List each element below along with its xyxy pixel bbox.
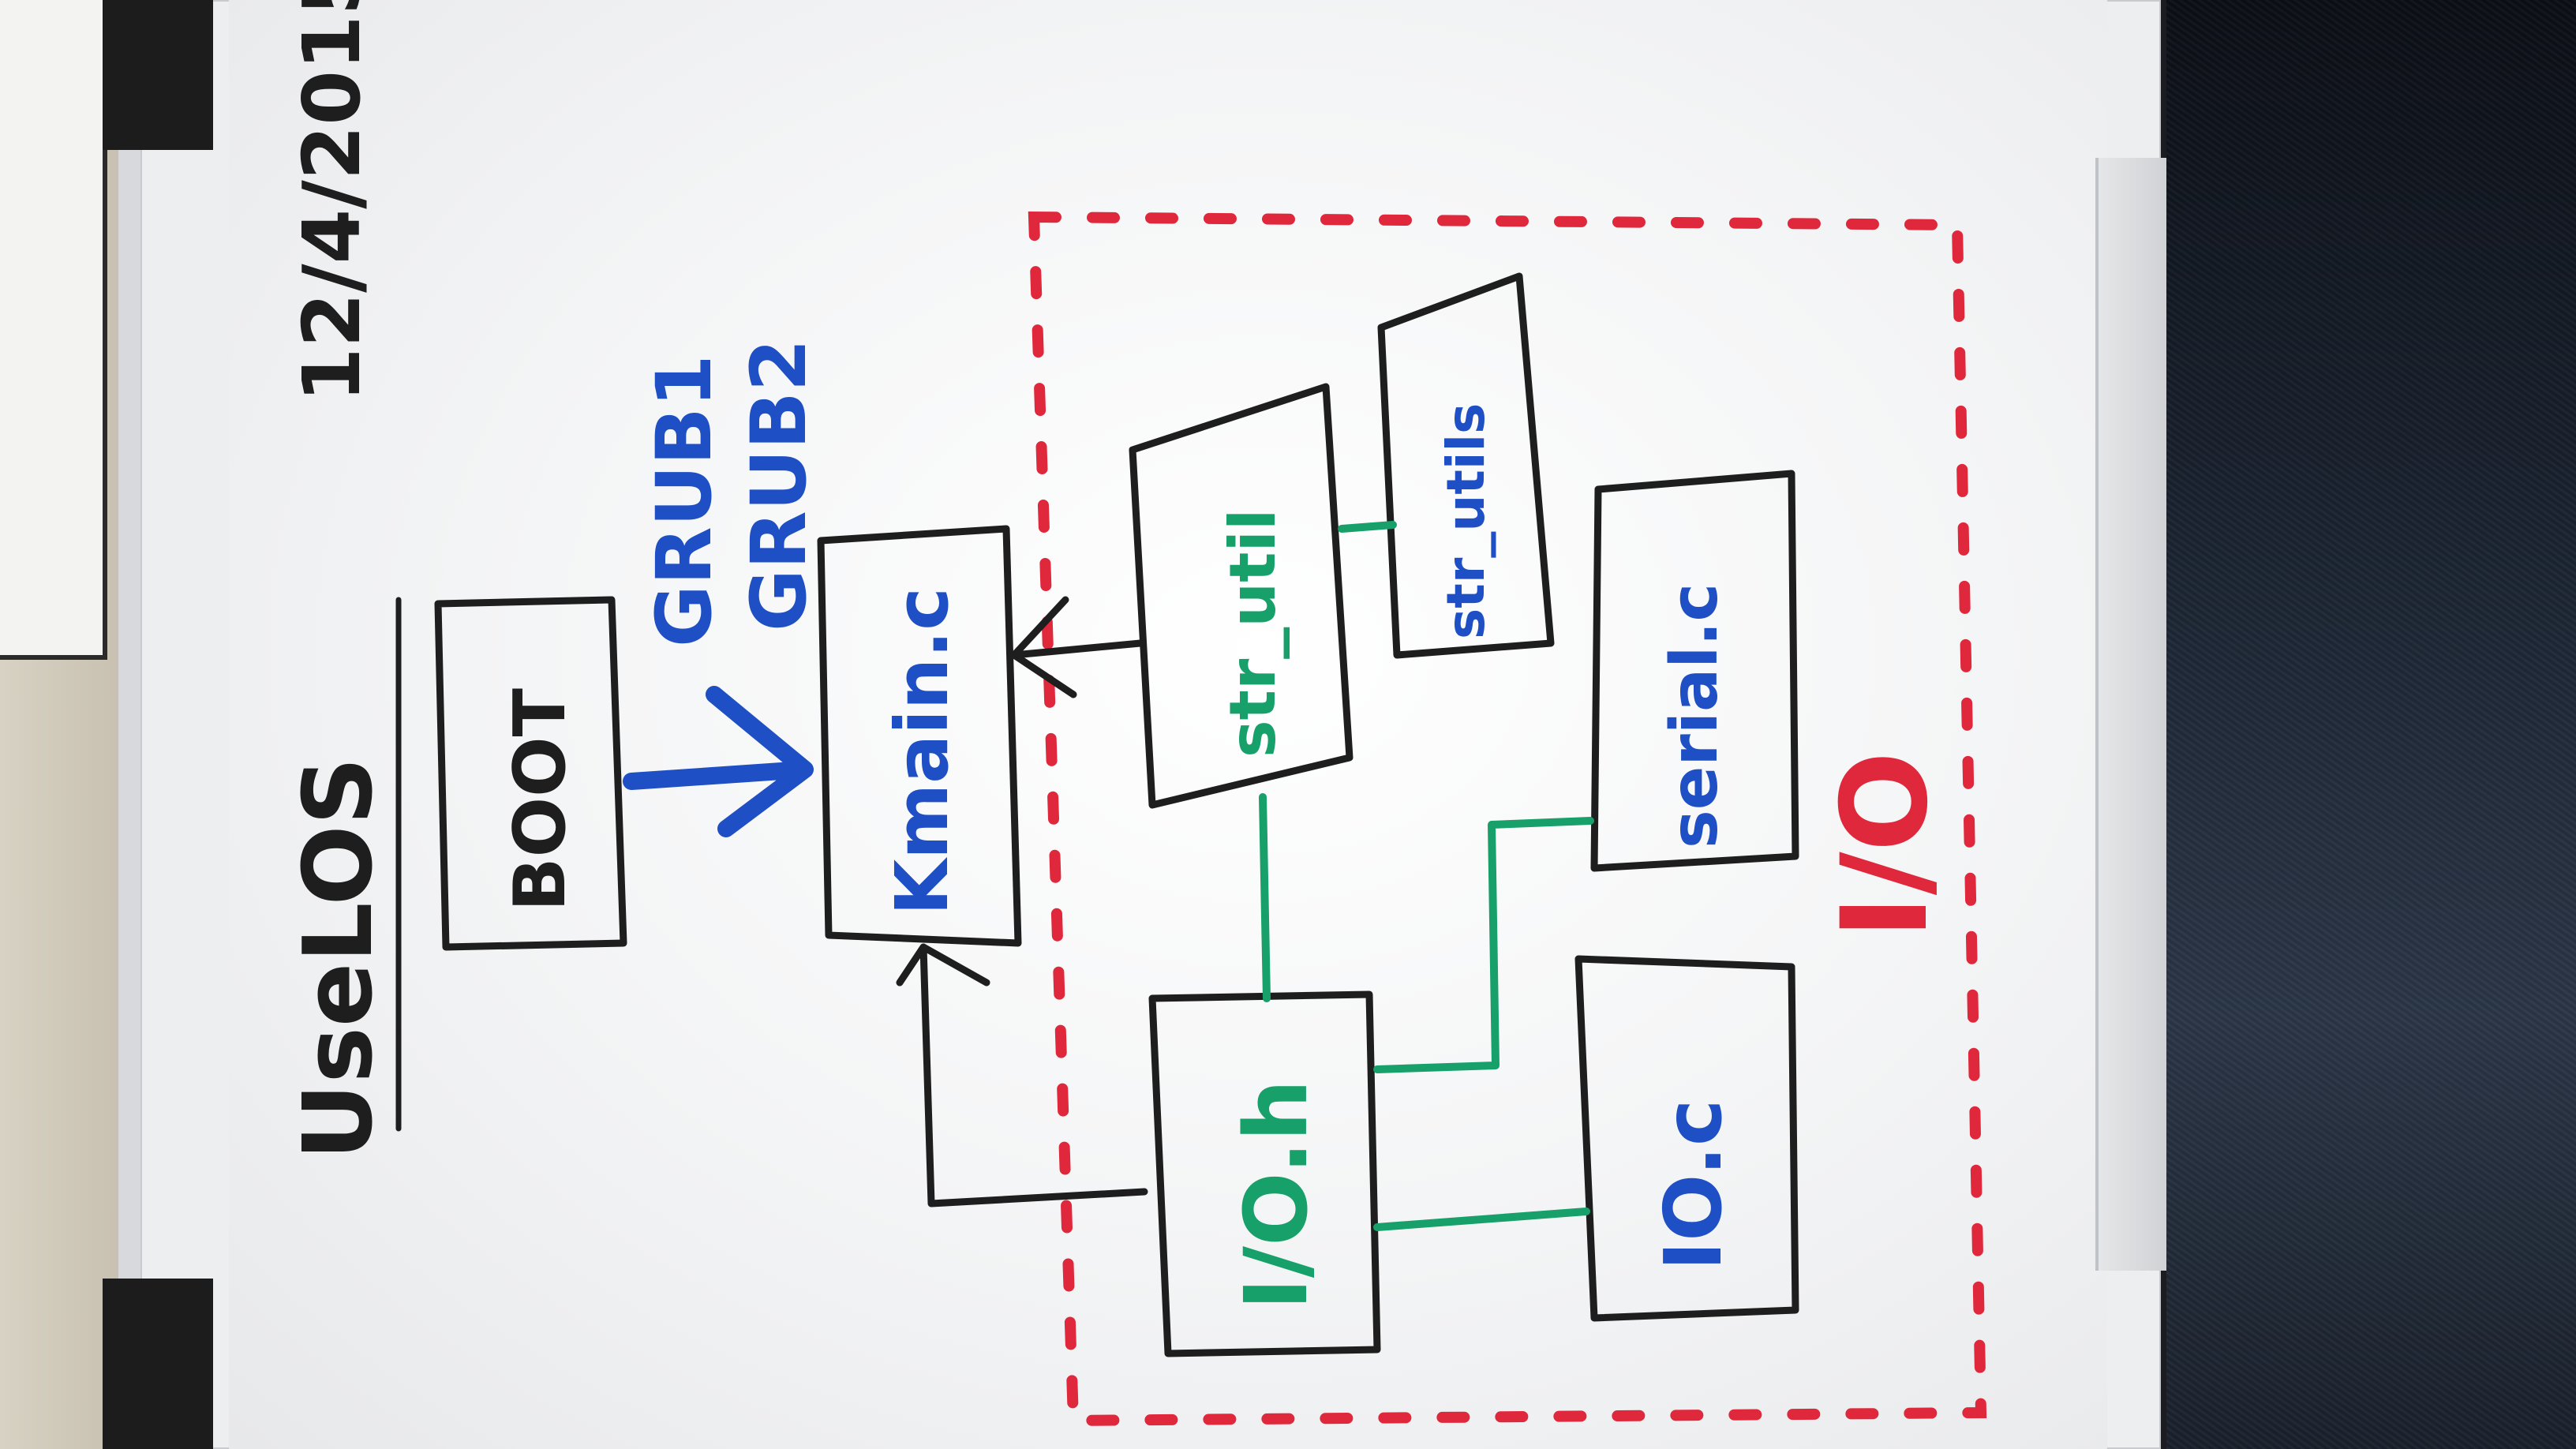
io-c-box [1574,955,1799,1322]
io-group-boundary [1028,211,1987,1427]
link-io-h-io-c [1373,1208,1590,1231]
arrow-str-util-to-kmain [1010,596,1144,698]
fabric-background [2166,0,2576,1449]
serial-box [1590,470,1799,872]
link-str-util-io-h [1259,793,1271,1002]
link-str-util-str-utils [1338,521,1397,533]
arrow-io-h-to-kmain [896,943,1148,1208]
str-utils-label: str_utils [1436,403,1496,639]
frame-corner-top [103,0,213,150]
io-c-label: IO.c [1647,1099,1739,1271]
paper-sheet [0,0,107,660]
marker-tray [2095,158,2170,1271]
frame-corner-bottom [103,1279,213,1449]
grub2-note: GRUB2 [735,339,823,631]
board-title: UseLOS [284,757,394,1160]
kmain-label: Kmain.c [880,587,964,915]
io-h-box [1148,990,1381,1357]
arrow-boot-to-kmain [623,686,814,837]
link-io-h-serial [1373,817,1594,1073]
kmain-box [817,525,1022,947]
io-group-label: I/O [1817,751,1954,939]
boot-box [434,596,627,951]
grub1-note: GRUB1 [640,354,728,647]
board-date: 12/4/2015 [286,0,378,402]
io-h-label: I/O.h [1226,1080,1327,1310]
str-util-label: str_util [1216,509,1290,758]
serial-label: serial.c [1657,583,1732,848]
str-utils-box [1377,272,1555,659]
str-util-box [1129,383,1354,809]
boot-label: BOOT [499,688,582,912]
